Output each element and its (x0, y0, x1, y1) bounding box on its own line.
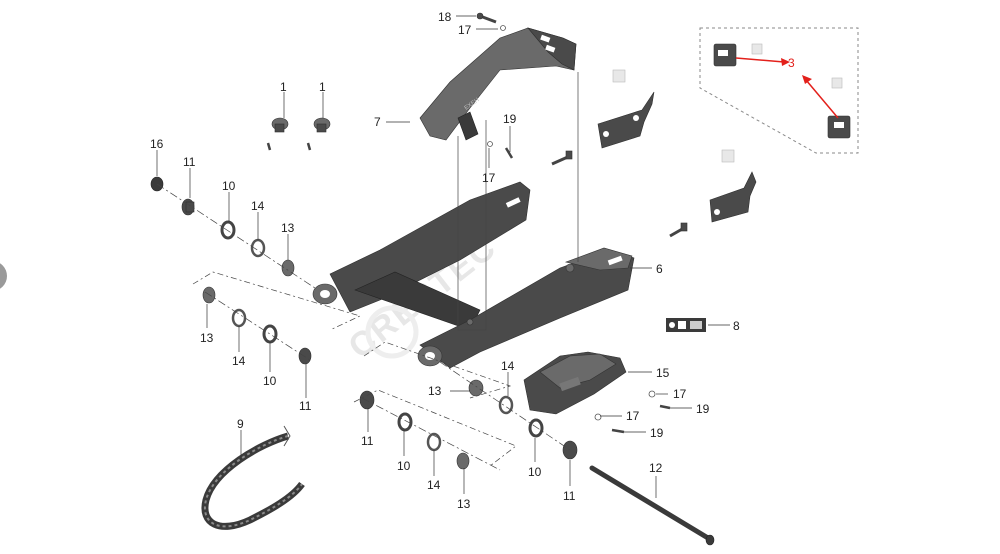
inset-slider-right[interactable] (827, 77, 851, 139)
pivot-axis-lower-middle (361, 397, 501, 471)
label-13: 13 (200, 331, 214, 345)
slider-fastener-lower[interactable] (594, 413, 625, 434)
label-14: 14 (501, 359, 515, 373)
pivot-box-lower (353, 389, 517, 467)
clip-right[interactable] (306, 117, 331, 151)
label-11: 11 (563, 489, 576, 503)
pivot-axis-lower-left (204, 291, 311, 361)
label-7: 7 (374, 115, 381, 129)
label-17: 17 (482, 171, 496, 185)
label-6: 6 (656, 262, 663, 276)
pivot-box-right (363, 341, 512, 399)
cover-guide-left (457, 120, 487, 331)
chain-cover[interactable]: EXEH (419, 27, 577, 141)
label-11: 11 (299, 399, 312, 413)
cover-screw-top[interactable] (476, 12, 506, 31)
clip-left[interactable] (266, 117, 289, 151)
label-14: 14 (251, 199, 265, 213)
pivot-axis-right (439, 361, 571, 451)
pivot-axis-upper (156, 183, 316, 289)
label-10: 10 (263, 374, 277, 388)
label-10: 10 (397, 459, 411, 473)
label-10: 10 (222, 179, 236, 193)
cover-fastener-mid[interactable] (487, 141, 514, 159)
label-19: 19 (650, 426, 664, 440)
label-19: 19 (696, 402, 710, 416)
label-11: 11 (361, 434, 374, 448)
warning-label[interactable] (666, 318, 706, 332)
label-17: 17 (626, 409, 640, 423)
label-13: 13 (457, 497, 471, 511)
bracket-bolt-lower[interactable] (669, 222, 688, 238)
part-number-labels: 18 17 1 1 7 19 17 16 11 10 14 13 6 8 13 … (150, 10, 795, 511)
label-13: 13 (428, 384, 442, 398)
label-13: 13 (281, 221, 295, 235)
label-19: 19 (503, 112, 517, 126)
pivot-stack-lower-middle[interactable] (359, 390, 470, 470)
slider-fastener-upper[interactable] (648, 390, 671, 410)
label-12: 12 (649, 461, 663, 475)
pivot-stack-lower-left[interactable] (202, 286, 312, 365)
watermark-seal (365, 305, 419, 359)
label-15: 15 (656, 366, 670, 380)
label-18: 18 (438, 10, 452, 24)
callout-label-3: 3 (788, 56, 795, 70)
label-17: 17 (673, 387, 687, 401)
label-14: 14 (232, 354, 246, 368)
label-14: 14 (427, 478, 441, 492)
drive-chain[interactable] (201, 425, 305, 530)
chain-slider[interactable] (523, 351, 627, 415)
inset-slider-left[interactable] (713, 43, 763, 67)
label-1: 1 (280, 80, 287, 94)
pivot-axle[interactable] (589, 465, 715, 546)
label-8: 8 (733, 319, 740, 333)
side-tab-icon[interactable] (0, 261, 7, 291)
bracket-bolt-upper[interactable] (551, 150, 573, 166)
leader-lines (156, 15, 730, 498)
label-9: 9 (237, 417, 244, 431)
bracket-upper[interactable] (597, 69, 655, 149)
label-17: 17 (458, 23, 472, 37)
swingarm[interactable] (312, 181, 635, 369)
label-16: 16 (150, 137, 164, 151)
bracket-lower[interactable] (709, 149, 757, 223)
pivot-box-left (192, 271, 361, 331)
label-1: 1 (319, 80, 326, 94)
callout-arrows (735, 57, 839, 119)
label-11: 11 (183, 155, 196, 169)
label-10: 10 (528, 465, 542, 479)
